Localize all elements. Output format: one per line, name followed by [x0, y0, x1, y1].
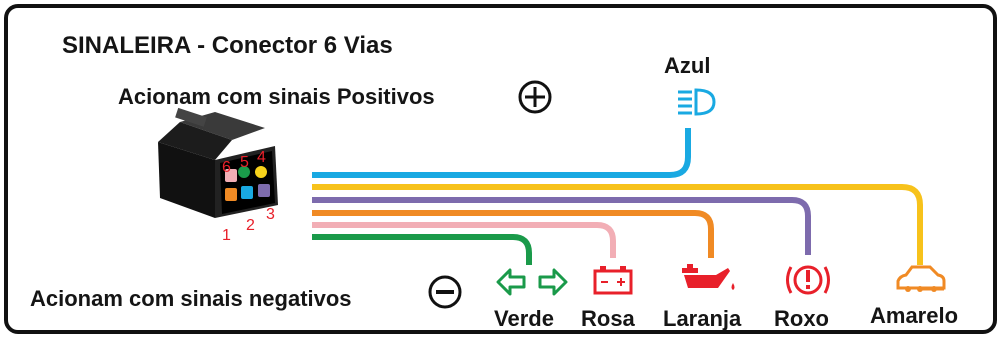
brake-warning-icon: [786, 265, 830, 295]
label-roxo: Roxo: [774, 306, 829, 331]
oil-pressure-icon: [682, 264, 735, 290]
diagram-title: SINALEIRA - Conector 6 Vias: [62, 32, 393, 59]
plus-circle-icon: [518, 80, 552, 114]
pin-number-3: 3: [266, 206, 275, 223]
wire-rosa: [312, 222, 616, 258]
wire-roxo: [312, 197, 811, 255]
minus-circle-icon: [428, 275, 462, 309]
wire-azul: [312, 128, 691, 178]
pin-cavities: [225, 166, 270, 201]
high-beam-headlight-icon: [678, 88, 716, 116]
negative-signals-label: Acionam com sinais negativos: [30, 286, 352, 311]
label-azul: Azul: [664, 53, 711, 78]
label-amarelo: Amarelo: [870, 303, 959, 328]
wire-verde: [312, 234, 532, 265]
pin-number-2: 2: [246, 217, 255, 234]
label-verde: Verde: [494, 306, 554, 331]
pin-number-5: 5: [240, 154, 249, 171]
positive-signals-label: Acionam com sinais Positivos: [118, 84, 435, 109]
car-alarm-icon: [896, 265, 946, 292]
turn-signal-arrows-icon: [496, 268, 568, 296]
wire-laranja: [312, 210, 714, 258]
wire-amarelo: [312, 184, 923, 265]
pin-number-1: 1: [222, 227, 231, 244]
pin-number-6: 6: [222, 159, 231, 176]
label-rosa: Rosa: [581, 306, 635, 331]
label-laranja: Laranja: [663, 306, 742, 331]
battery-icon: [593, 266, 633, 295]
pin-number-4: 4: [257, 149, 266, 166]
connector-6-pin: [158, 107, 278, 218]
